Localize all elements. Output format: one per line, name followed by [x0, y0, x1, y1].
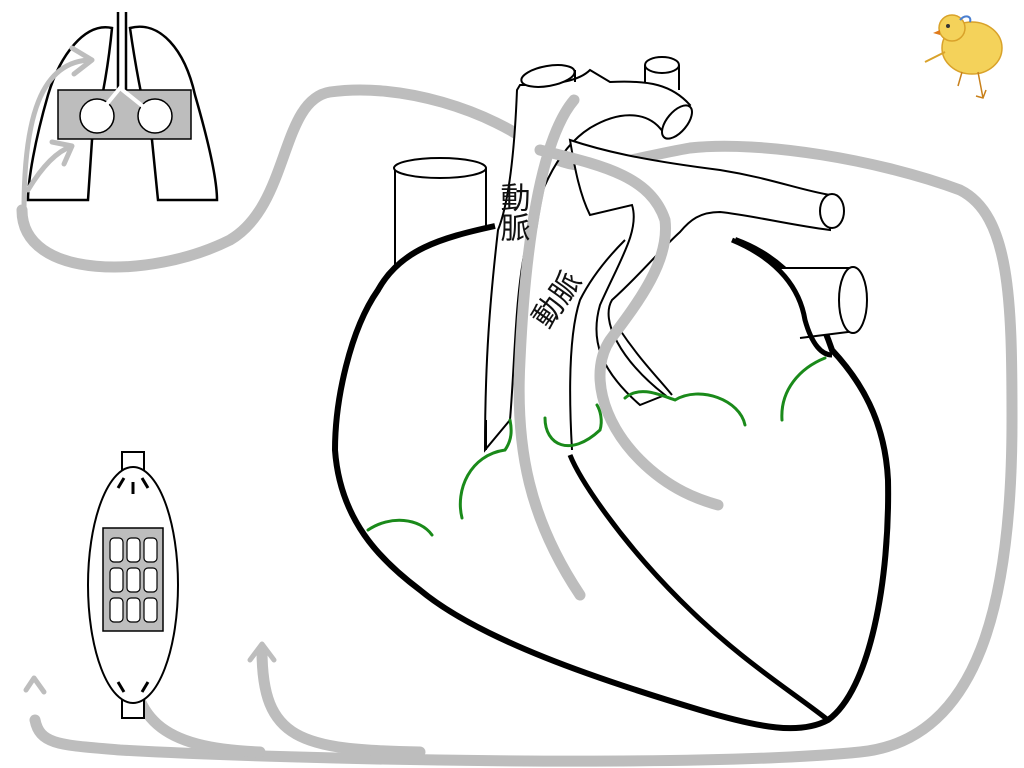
coronary-4	[623, 390, 747, 427]
heart-icon	[331, 56, 892, 732]
pulmonary-artery	[568, 138, 845, 407]
chick-icon	[924, 14, 1003, 99]
bronchi	[95, 85, 157, 118]
vessel-lines	[485, 239, 673, 451]
arrow-bottom-center	[247, 641, 277, 663]
arrow-lung-lower	[25, 139, 75, 193]
organ-cells	[109, 537, 158, 623]
coronary-2	[458, 418, 513, 520]
arrow-lung-upper	[21, 45, 95, 213]
organ-valve-marks	[116, 477, 150, 693]
right-ventricle-top	[731, 237, 833, 358]
kidney-icon	[87, 451, 179, 719]
heart-outline	[331, 223, 892, 732]
return-path-1	[256, 644, 426, 758]
coronary-1	[366, 518, 434, 537]
coronary-3	[543, 403, 603, 448]
overlay-blood-paths	[513, 94, 724, 601]
aorta-branch-tip	[661, 104, 693, 140]
pulmonary-branch-end	[819, 193, 845, 229]
lungs-icon	[26, 12, 219, 202]
artery-label-1: 動脈	[495, 182, 531, 242]
coronary-arteries	[366, 356, 827, 537]
arrow-bottom-left	[23, 675, 47, 695]
aorta-branch-right	[644, 56, 680, 74]
pulmonary-inner-flow	[534, 144, 724, 511]
septum	[567, 454, 830, 722]
systemic-outer-path	[29, 414, 1018, 767]
coronary-5	[780, 356, 827, 422]
pulmonary-vein	[778, 266, 868, 339]
